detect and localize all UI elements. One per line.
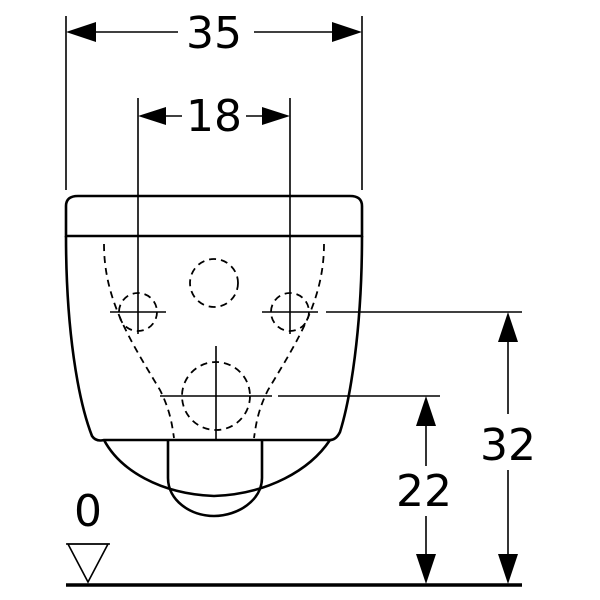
fixing-spacing-label: 18: [186, 91, 242, 142]
toilet-bowl-body: [64, 235, 364, 442]
dashed-inner-left: [103, 243, 175, 439]
arrowhead-left: [66, 22, 96, 42]
fixing-height-label: 32: [480, 420, 536, 471]
arrowhead-bottom: [416, 554, 436, 584]
hidden-internal-lines: [103, 243, 325, 439]
arrowhead-right: [332, 22, 362, 42]
floor-reference: 0: [66, 486, 522, 587]
arrowhead-top: [416, 396, 436, 426]
width-dimension-35: 35: [65, 8, 363, 190]
arrowhead-top: [498, 312, 518, 342]
floor-level-label: 0: [74, 486, 102, 537]
dashed-supply-circle: [189, 258, 239, 308]
arrowhead-bottom: [498, 554, 518, 584]
center-marks: [110, 311, 318, 440]
fixing-spacing-dimension-18: 18: [137, 91, 291, 334]
toilet-bowl-lip: [166, 440, 264, 518]
toilet-lower-bowl: [102, 439, 332, 498]
outlet-height-dimension-22: 22: [396, 396, 452, 584]
floor-level-triangle-icon: [66, 543, 110, 584]
fixing-height-dimension-32: 32: [480, 312, 536, 584]
outlet-height-label: 22: [396, 466, 452, 517]
toilet-outline: [64, 194, 364, 518]
height-reference-lines: [278, 311, 522, 397]
dashed-inner-right: [253, 243, 325, 439]
arrowhead-right: [262, 107, 290, 125]
toilet-top-cap: [64, 194, 364, 238]
width-dimension-label: 35: [186, 8, 242, 59]
arrowhead-left: [138, 107, 166, 125]
